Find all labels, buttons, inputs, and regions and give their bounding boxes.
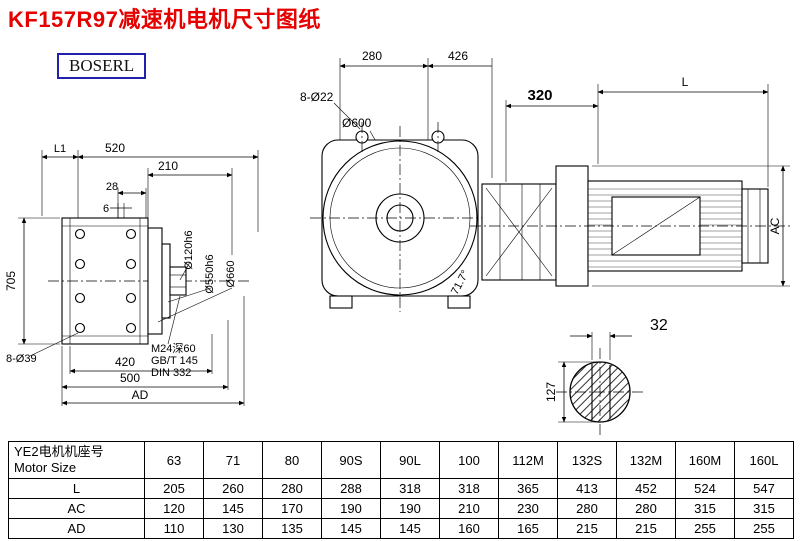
note-m24: M24深60 — [151, 342, 196, 355]
dim-value-cell: 288 — [321, 478, 381, 499]
dim-28: 28 — [106, 181, 118, 193]
dim-6: 6 — [103, 203, 109, 215]
dim-value-cell: 145 — [203, 498, 263, 519]
motor-size-col-90S: 90S — [321, 441, 381, 479]
dim-value-cell: 260 — [203, 478, 263, 499]
motor-size-col-132S: 132S — [557, 441, 617, 479]
dim-value-cell: 145 — [321, 518, 381, 539]
dim-value-cell: 318 — [439, 478, 499, 499]
dim-value-cell: 165 — [498, 518, 558, 539]
row-label-AD: AD — [8, 518, 145, 539]
dim-value-cell: 255 — [675, 518, 735, 539]
dim-320: 320 — [527, 87, 552, 104]
dim-500: 500 — [120, 371, 140, 385]
dia-660-label: Ø660 — [225, 261, 237, 288]
dim-8xd22-label: 8-Ø22 — [300, 90, 334, 104]
dim-value-cell: 135 — [262, 518, 322, 539]
motor-size-col-132M: 132M — [616, 441, 676, 479]
motor-size-col-90L: 90L — [380, 441, 440, 479]
dim-value-cell: 255 — [734, 518, 794, 539]
dim-value-cell: 145 — [380, 518, 440, 539]
motor-size-col-80: 80 — [262, 441, 322, 479]
dim-value-cell: 130 — [203, 518, 263, 539]
motor-size-col-71: 71 — [203, 441, 263, 479]
dim-value-cell: 280 — [557, 498, 617, 519]
dim-value-cell: 215 — [616, 518, 676, 539]
row-label-L: L — [8, 478, 145, 499]
dim-L: L — [682, 75, 689, 89]
technical-drawing: L1 520 210 28 6 — [4, 49, 792, 436]
bolt-holes-8xd39 — [74, 228, 137, 334]
table-header-motor-size: YE2电机机座号 Motor Size — [8, 441, 145, 479]
motor-size-label-cn: YE2电机机座号 — [14, 443, 104, 459]
dim-value-cell: 170 — [262, 498, 322, 519]
dia-120-label: Ø120h6 — [183, 230, 195, 269]
dim-value-cell: 413 — [557, 478, 617, 499]
dim-AC: AC — [768, 217, 782, 234]
motor-size-col-160L: 160L — [734, 441, 794, 479]
dim-value-cell: 547 — [734, 478, 794, 499]
dim-value-cell: 160 — [439, 518, 499, 539]
dim-value-cell: 230 — [498, 498, 558, 519]
page-title: KF157R97减速机电机尺寸图纸 — [8, 7, 321, 32]
dim-value-cell: 318 — [380, 478, 440, 499]
dia-600-label: Ø600 — [342, 116, 372, 130]
motor-size-col-100: 100 — [439, 441, 499, 479]
dim-705: 705 — [4, 271, 18, 291]
dim-32: 32 — [650, 317, 668, 334]
dim-420: 420 — [115, 355, 135, 369]
shaft-end-view: 32 127 — [544, 317, 668, 436]
dim-value-cell: 215 — [557, 518, 617, 539]
motor-size-col-160M: 160M — [675, 441, 735, 479]
dim-520: 520 — [105, 141, 125, 155]
note-gbt145: GB/T 145 — [151, 355, 198, 367]
dim-value-cell: 190 — [321, 498, 381, 519]
dim-value-cell: 110 — [144, 518, 204, 539]
dim-value-cell: 315 — [675, 498, 735, 519]
motor-size-col-63: 63 — [144, 441, 204, 479]
note-din332: DIN 332 — [151, 367, 191, 379]
dim-210: 210 — [158, 159, 178, 173]
dim-value-cell: 210 — [439, 498, 499, 519]
dim-value-cell: 120 — [144, 498, 204, 519]
boserl-logo: BOSERL — [57, 53, 147, 79]
dim-value-cell: 452 — [616, 478, 676, 499]
center-tap-note: M24深60 GB/T 145 DIN 332 — [151, 295, 198, 379]
row-label-AC: AC — [8, 498, 145, 519]
dim-value-cell: 315 — [734, 498, 794, 519]
dim-value-cell: 280 — [262, 478, 322, 499]
dia-550-label: Ø550h6 — [204, 254, 216, 293]
dim-L1: L1 — [54, 143, 66, 155]
dim-127: 127 — [544, 382, 558, 402]
motor-size-col-112M: 112M — [498, 441, 558, 479]
dim-8xd39-label: 8-Ø39 — [6, 353, 37, 365]
dim-value-cell: 190 — [380, 498, 440, 519]
front-view: 280 426 8-Ø22 Ø600 71.7° — [300, 49, 792, 312]
dim-value-cell: 205 — [144, 478, 204, 499]
dim-AD: AD — [132, 388, 149, 402]
dim-280: 280 — [362, 49, 382, 63]
dim-value-cell: 280 — [616, 498, 676, 519]
left-side-view: L1 520 210 28 6 — [4, 141, 259, 406]
dim-value-cell: 365 — [498, 478, 558, 499]
dim-426: 426 — [448, 49, 468, 63]
drawing-area: L1 520 210 28 6 — [4, 49, 792, 436]
dim-value-cell: 524 — [675, 478, 735, 499]
motor-size-label-en: Motor Size — [14, 460, 77, 475]
